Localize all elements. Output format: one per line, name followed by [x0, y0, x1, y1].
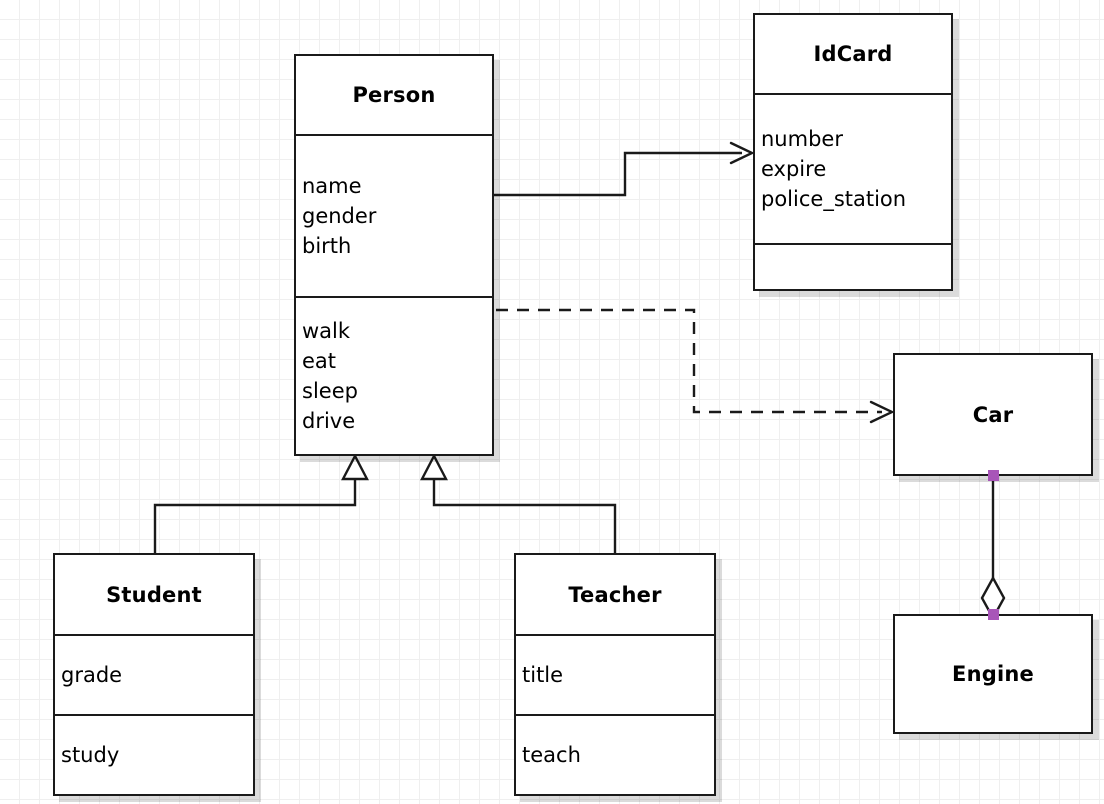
class-name-idcard: IdCard [813, 42, 893, 66]
attribute-item: grade [61, 663, 123, 687]
class-title-compartment: Student [55, 555, 253, 634]
attribute-item: police_station [761, 187, 907, 211]
class-box-student[interactable]: Student grade study [53, 553, 255, 796]
class-name-person: Person [352, 83, 436, 107]
class-name-teacher: Teacher [568, 582, 662, 607]
aggregation-car-engine[interactable] [980, 476, 1006, 621]
class-box-car[interactable]: Car [893, 353, 1093, 476]
class-methods-compartment: study [55, 714, 253, 794]
generalization-teacher-person[interactable] [420, 453, 617, 553]
edge-handle-car-end[interactable] [988, 470, 999, 481]
attribute-item: title [522, 663, 564, 687]
attribute-item: gender [302, 204, 377, 228]
class-attributes-compartment: number expire police_station [755, 93, 951, 243]
open-arrow-icon [729, 141, 755, 165]
association-person-idcard[interactable] [494, 141, 755, 197]
class-attributes-compartment: grade [55, 634, 253, 714]
class-name-car: Car [972, 402, 1014, 427]
class-box-idcard[interactable]: IdCard number expire police_station [753, 13, 953, 291]
method-item: sleep [302, 379, 358, 403]
class-box-engine[interactable]: Engine [893, 614, 1093, 734]
edge-handle-engine-end[interactable] [988, 609, 999, 620]
method-item: eat [302, 349, 337, 373]
class-methods-compartment: walk eat sleep drive [296, 296, 492, 454]
attribute-item: number [761, 127, 843, 151]
method-item: teach [522, 743, 581, 767]
method-item: drive [302, 409, 356, 433]
class-methods-compartment: teach [516, 714, 714, 794]
method-item: walk [302, 319, 351, 343]
class-box-person[interactable]: Person name gender birth walk eat sleep … [294, 54, 494, 456]
class-title-compartment: IdCard [755, 15, 951, 93]
class-title-compartment: Car [895, 355, 1091, 474]
class-box-teacher[interactable]: Teacher title teach [514, 553, 716, 796]
class-title-compartment: Teacher [516, 555, 714, 634]
open-arrow-icon [869, 400, 895, 424]
class-title-compartment: Person [296, 56, 492, 134]
hollow-triangle-icon [420, 453, 448, 481]
attribute-item: name [302, 174, 362, 198]
hollow-triangle-icon [341, 453, 369, 481]
attribute-item: expire [761, 157, 827, 181]
class-title-compartment: Engine [895, 616, 1091, 732]
class-methods-compartment [755, 243, 951, 289]
dependency-person-car[interactable] [496, 308, 895, 424]
attribute-item: birth [302, 234, 352, 258]
class-attributes-compartment: title [516, 634, 714, 714]
class-attributes-compartment: name gender birth [296, 134, 492, 296]
class-name-student: Student [106, 582, 202, 607]
method-item: study [61, 743, 120, 767]
generalization-student-person[interactable] [153, 453, 369, 553]
class-name-engine: Engine [952, 662, 1034, 686]
